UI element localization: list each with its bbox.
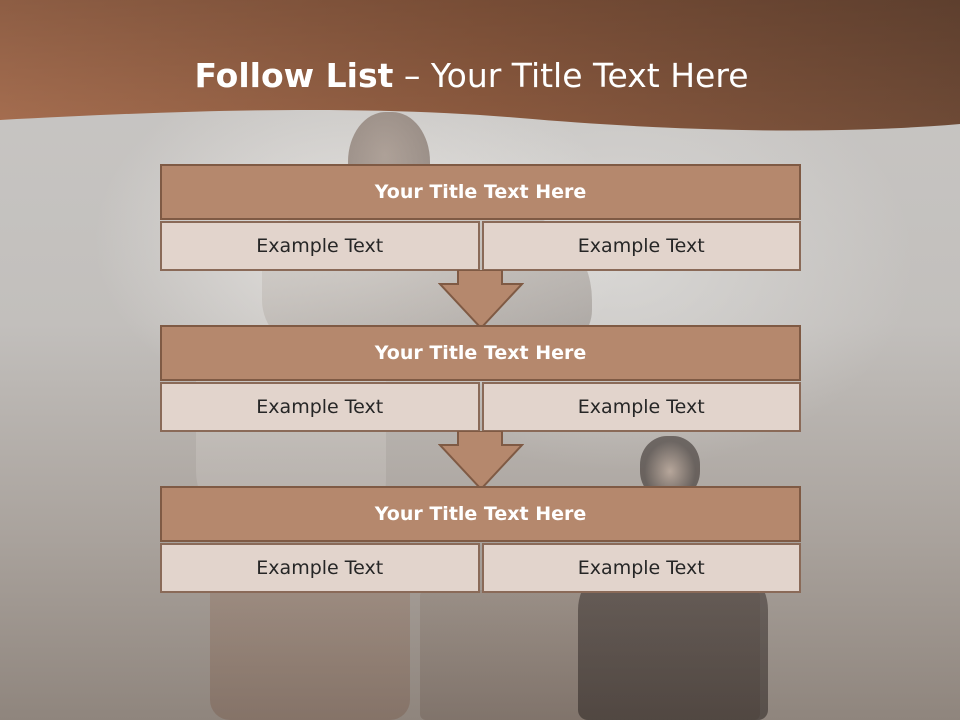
page-title-bold: Follow List bbox=[194, 56, 394, 95]
down-arrow-icon bbox=[438, 270, 524, 330]
list-block-1: Your Title Text Here Example Text Exampl… bbox=[160, 164, 801, 271]
page-title-dash: – bbox=[393, 56, 431, 95]
list-block-3: Your Title Text Here Example Text Exampl… bbox=[160, 486, 801, 593]
header-banner: Follow List – Your Title Text Here bbox=[0, 0, 960, 140]
header-wave-shape bbox=[0, 0, 960, 131]
block-title: Your Title Text Here bbox=[160, 486, 801, 542]
block-cell-right: Example Text bbox=[481, 221, 801, 271]
block-title: Your Title Text Here bbox=[160, 325, 801, 381]
block-cell-right: Example Text bbox=[481, 543, 801, 593]
block-cell-right: Example Text bbox=[481, 382, 801, 432]
block-row: Example Text Example Text bbox=[160, 221, 801, 271]
block-row: Example Text Example Text bbox=[160, 382, 801, 432]
page-title: Follow List – Your Title Text Here bbox=[0, 55, 943, 97]
block-title: Your Title Text Here bbox=[160, 164, 801, 220]
list-block-2: Your Title Text Here Example Text Exampl… bbox=[160, 325, 801, 432]
block-cell-left: Example Text bbox=[160, 543, 480, 593]
block-row: Example Text Example Text bbox=[160, 543, 801, 593]
page-title-rest: Your Title Text Here bbox=[430, 56, 749, 95]
block-cell-left: Example Text bbox=[160, 382, 480, 432]
down-arrow-icon bbox=[438, 431, 524, 491]
block-cell-left: Example Text bbox=[160, 221, 480, 271]
